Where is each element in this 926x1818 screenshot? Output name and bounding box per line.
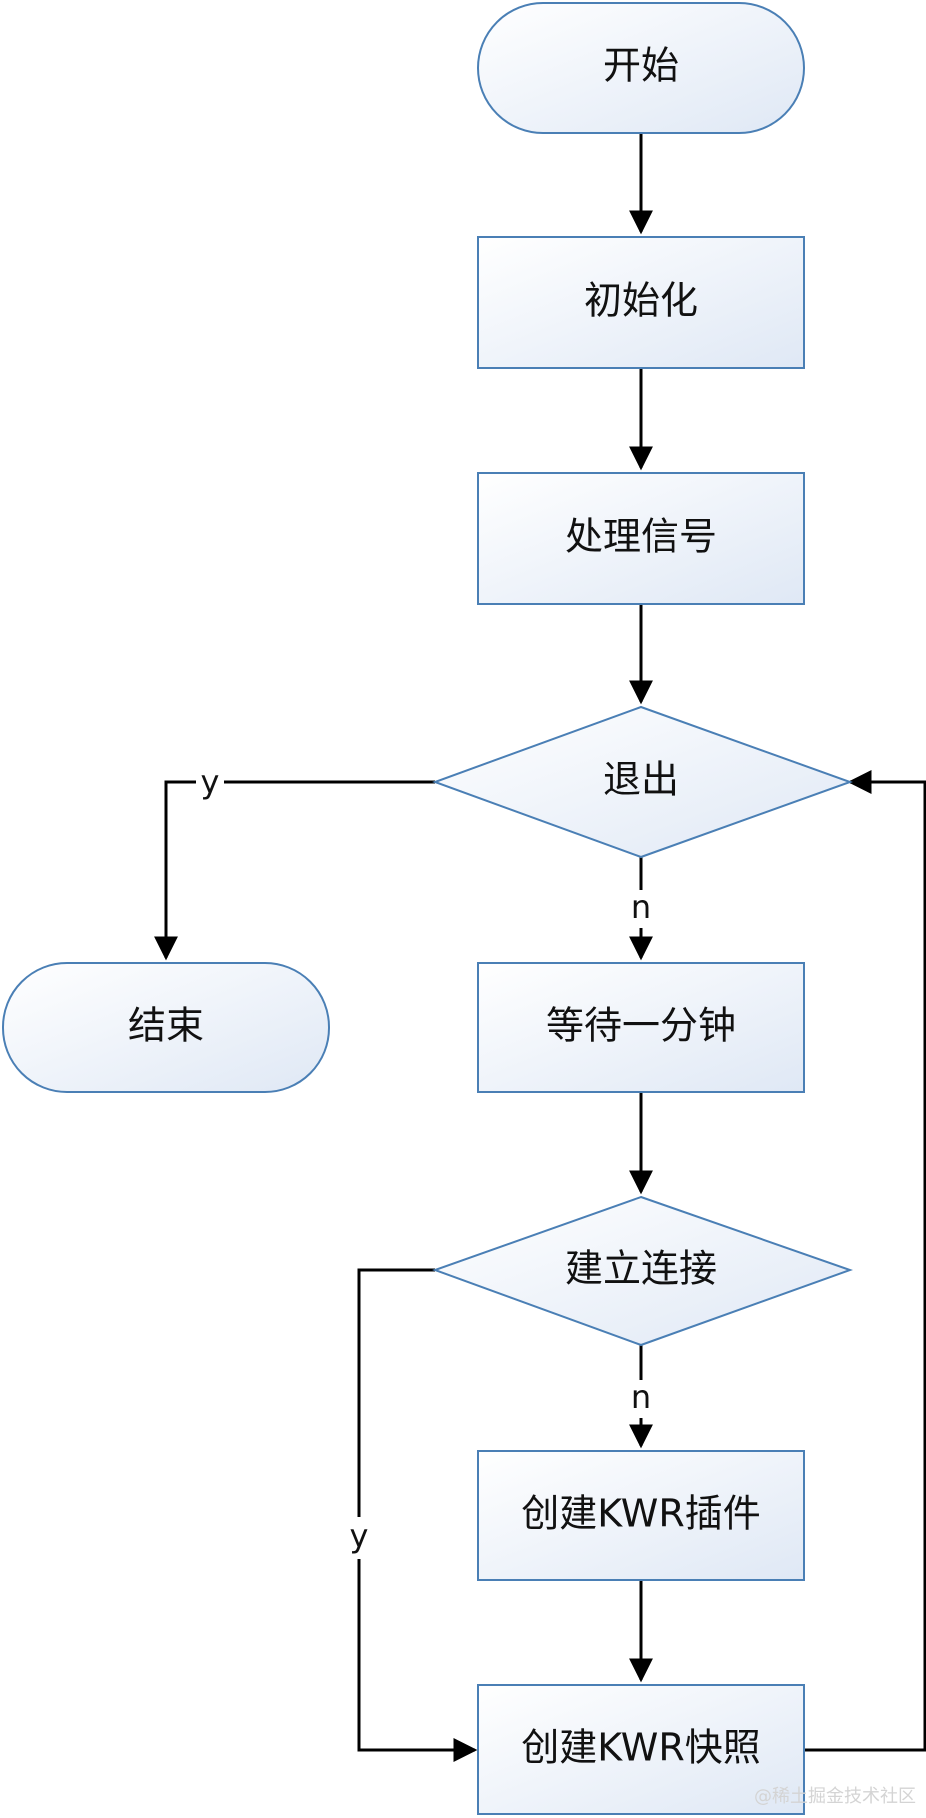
edge-label-connect-yes: y xyxy=(350,1517,369,1555)
exit-label: 退出 xyxy=(603,758,679,802)
create-snapshot-process-shape xyxy=(477,1684,805,1815)
edge-connect-yes-to-snapshot xyxy=(357,1268,478,1762)
edge-label-connect-no: n xyxy=(631,1378,651,1416)
node-handle-signal: 处理信号 xyxy=(477,472,805,605)
end-terminal-shape xyxy=(2,962,330,1093)
connect-label: 建立连接 xyxy=(565,1247,717,1291)
create-plugin-label: 创建KWR插件 xyxy=(521,1492,761,1536)
watermark-text: @稀土掘金技术社区 xyxy=(754,1786,916,1807)
edge-labels: y n n y xyxy=(196,763,657,1559)
label-knockout-connect-no xyxy=(625,1380,657,1418)
edge-label-exit-no: n xyxy=(631,888,651,926)
wait-label: 等待一分钟 xyxy=(546,1004,736,1048)
node-start: 开始 xyxy=(477,2,805,134)
nodes: 开始 初始化 处理信号 退出 结束 等待一分钟 建立连接 创建K xyxy=(2,2,853,1815)
end-label: 结束 xyxy=(128,1004,204,1048)
label-knockout-exit-yes xyxy=(196,764,224,802)
node-init: 初始化 xyxy=(477,236,805,369)
exit-decision-shape xyxy=(432,705,853,859)
node-wait: 等待一分钟 xyxy=(477,962,805,1093)
node-create-plugin: 创建KWR插件 xyxy=(477,1450,805,1581)
init-label: 初始化 xyxy=(584,279,698,323)
label-knockout-exit-no xyxy=(625,890,657,928)
edge-snapshot-loop-to-exit xyxy=(805,770,926,1752)
create-plugin-process-shape xyxy=(477,1450,805,1581)
node-end: 结束 xyxy=(2,962,330,1093)
node-create-snapshot: 创建KWR快照 xyxy=(477,1684,805,1815)
label-knockout-connect-yes xyxy=(344,1517,374,1559)
handle-signal-process-shape xyxy=(477,472,805,605)
edge-label-exit-yes: y xyxy=(201,763,220,801)
edge-exit-yes-to-end xyxy=(154,780,435,961)
wait-process-shape xyxy=(477,962,805,1093)
node-connect-check: 建立连接 xyxy=(432,1195,853,1347)
connect-decision-shape xyxy=(432,1195,853,1347)
node-exit-check: 退出 xyxy=(432,705,853,859)
init-process-shape xyxy=(477,236,805,369)
start-label: 开始 xyxy=(603,44,679,88)
create-snapshot-label: 创建KWR快照 xyxy=(521,1726,761,1770)
handle-signal-label: 处理信号 xyxy=(565,515,717,559)
start-terminal-shape xyxy=(477,2,805,134)
